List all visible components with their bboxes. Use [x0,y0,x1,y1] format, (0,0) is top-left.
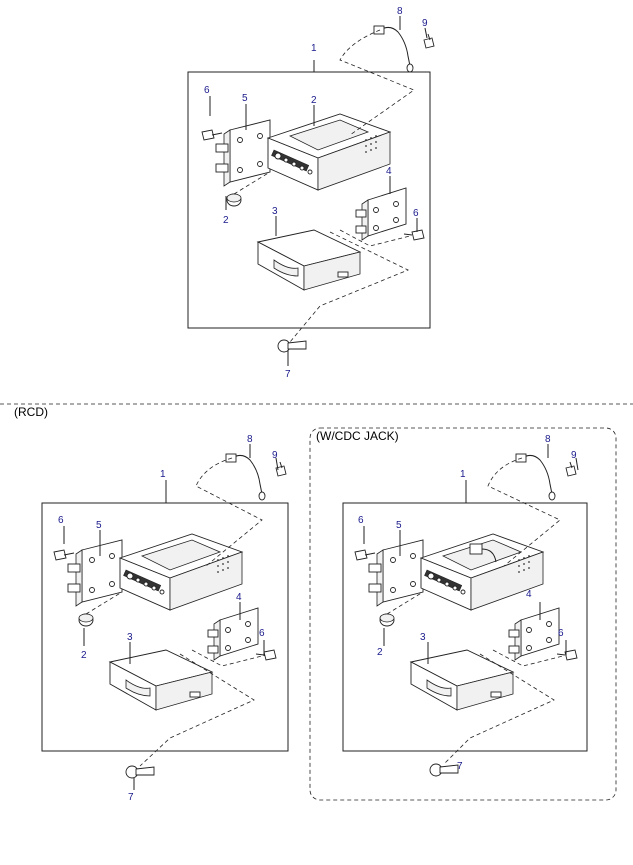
rcd-callout-5: 5 [96,520,102,531]
top-pin-dash [289,231,409,343]
cdc-pin-dash [443,653,555,765]
top-callout-2b: 2 [223,215,229,226]
rcd-callout-4: 4 [236,592,242,603]
cdc-callout-3: 3 [420,632,426,643]
top-callout-3: 3 [272,206,278,217]
top-callout-2a: 2 [311,95,317,106]
rcd-pin-dash [139,653,255,767]
rcd-caption: (RCD) [14,405,48,419]
top-callout-6b: 6 [413,208,419,219]
top-callout-5: 5 [242,93,248,104]
top-callout-7: 7 [285,369,291,380]
top-callout-1: 1 [311,43,317,54]
cdc-jack-dashed-frame [309,427,617,801]
top-diagram: 1 2 2 3 4 5 6 6 7 8 9 [187,6,435,380]
cdc-cable-dash [487,457,561,567]
cdc-callout-6a: 6 [358,515,364,526]
rcd-callout-8: 8 [247,434,253,445]
cdc-jack-diagram: (W/CDC JACK) 1 2 3 4 5 6 6 7 8 9 [309,427,617,801]
top-cable-dash [339,29,415,136]
cdc-callout-1: 1 [460,469,466,480]
cdc-frame [342,502,588,752]
cdc-callout-9: 9 [571,450,577,461]
cdc-jack-caption: (W/CDC JACK) [316,429,399,443]
cdc-callout-8: 8 [545,434,551,445]
top-callout-8: 8 [397,6,403,17]
cdc-callout-2: 2 [377,647,383,658]
rcd-callout-7: 7 [128,792,134,803]
rcd-callout-3: 3 [127,632,133,643]
top-frame [187,71,431,329]
rcd-callout-6a: 6 [58,515,64,526]
rcd-callout-2: 2 [81,650,87,661]
cdc-callout-5: 5 [396,520,402,531]
rcd-diagram: (RCD) 1 2 3 4 5 6 6 7 8 9 [14,405,289,803]
top-callout-6a: 6 [204,85,210,96]
rcd-callout-1: 1 [160,469,166,480]
cdc-callout-7: 7 [457,761,463,772]
top-callout-4: 4 [386,166,392,177]
rcd-cable-dash [195,457,263,567]
rcd-frame [41,502,289,752]
rcd-callout-9: 9 [272,450,278,461]
rcd-callout-6b: 6 [259,628,265,639]
cdc-callout-6b: 6 [558,628,564,639]
cdc-jack-connector [469,543,497,563]
top-callout-9: 9 [422,18,428,29]
cdc-callout-4: 4 [526,589,532,600]
